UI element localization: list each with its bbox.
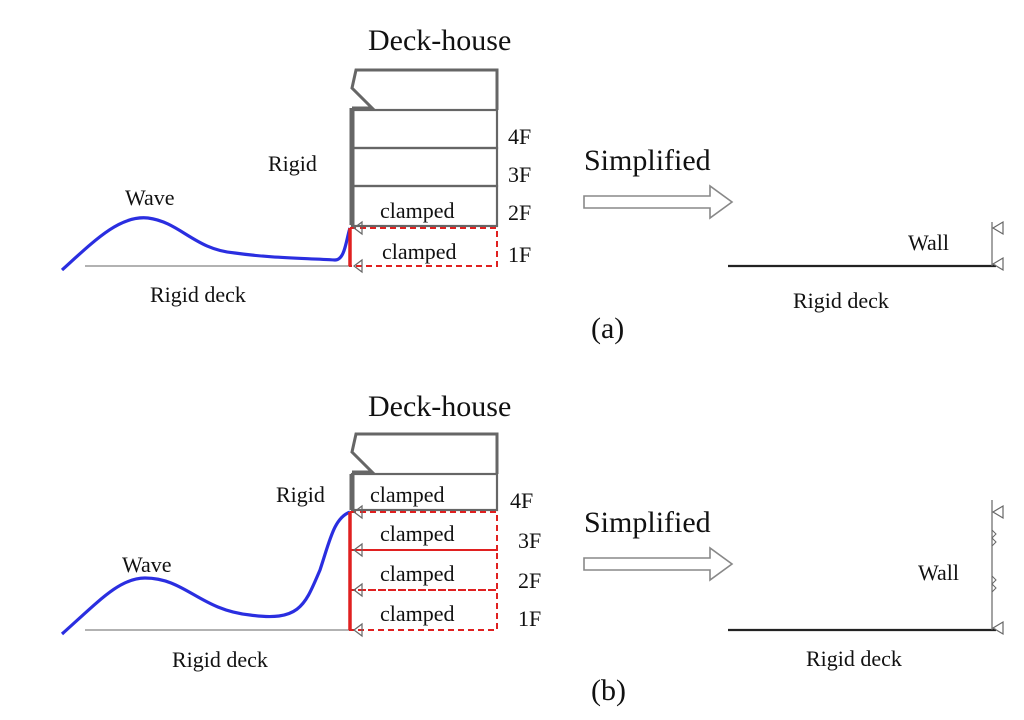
rigid-label: Rigid	[268, 151, 317, 176]
floor-label-2F: 2F	[508, 200, 531, 225]
clamped-label: clamped	[380, 561, 455, 586]
wall-support-icon	[991, 256, 1004, 272]
panel-tag: (a)	[591, 312, 624, 345]
simplified-rigid-deck-label: Rigid deck	[806, 646, 902, 671]
wave-curve	[60, 216, 352, 272]
floor-label-1F: 1F	[508, 242, 531, 267]
panel-tag: (b)	[591, 674, 626, 707]
support-arrow	[353, 504, 363, 520]
rigid-deck-label: Rigid deck	[172, 647, 268, 672]
support-arrow	[353, 220, 363, 236]
floor-label-4F: 4F	[508, 124, 531, 149]
wall-support-icon	[991, 620, 1004, 636]
wave-label: Wave	[125, 185, 175, 210]
deckhouse-label: Deck-house	[368, 390, 511, 423]
simplified-label: Simplified	[584, 506, 711, 539]
support-arrow	[353, 582, 363, 598]
wave-curve	[60, 510, 351, 636]
floor-2F	[350, 184, 499, 228]
floor-4F	[350, 472, 499, 512]
deckhouse-roof	[350, 432, 499, 474]
simplified-arrow	[583, 546, 734, 582]
floor-4F	[350, 108, 499, 150]
wall-support-icon	[991, 220, 1004, 236]
floor-label-3F: 3F	[518, 528, 541, 553]
clamped-label: clamped	[370, 482, 445, 507]
wall-label: Wall	[908, 230, 949, 255]
wall-label: Wall	[918, 560, 959, 585]
spring-icon	[991, 529, 997, 547]
rigid-deck-label: Rigid deck	[150, 282, 246, 307]
floor-label-1F: 1F	[518, 606, 541, 631]
simplified-rigid-deck-label: Rigid deck	[793, 288, 889, 313]
support-arrow	[353, 258, 363, 274]
deckhouse-roof	[350, 68, 499, 110]
support-arrow	[353, 622, 363, 638]
clamped-label: clamped	[380, 521, 455, 546]
simplified-label: Simplified	[584, 144, 711, 177]
clamped-label: clamped	[380, 601, 455, 626]
floor-label-3F: 3F	[508, 162, 531, 187]
floor-label-4F: 4F	[510, 488, 533, 513]
spring-icon	[991, 575, 997, 593]
simplified-arrow	[583, 184, 734, 220]
support-arrow	[353, 542, 363, 558]
rigid-label: Rigid	[276, 482, 325, 507]
floor-label-2F: 2F	[518, 568, 541, 593]
wave-label: Wave	[122, 552, 172, 577]
floor-3F	[350, 146, 499, 188]
panel-b: Deck-house Rigid Wave Rigid deck clamped…	[60, 390, 1004, 707]
panel-a: Deck-house Rigid Wave Rigid deck clamped…	[60, 24, 1004, 345]
deckhouse-label: Deck-house	[368, 24, 511, 57]
clamped-label: clamped	[382, 239, 457, 264]
wall-support-icon	[991, 504, 1004, 520]
clamped-label: clamped	[380, 198, 455, 223]
